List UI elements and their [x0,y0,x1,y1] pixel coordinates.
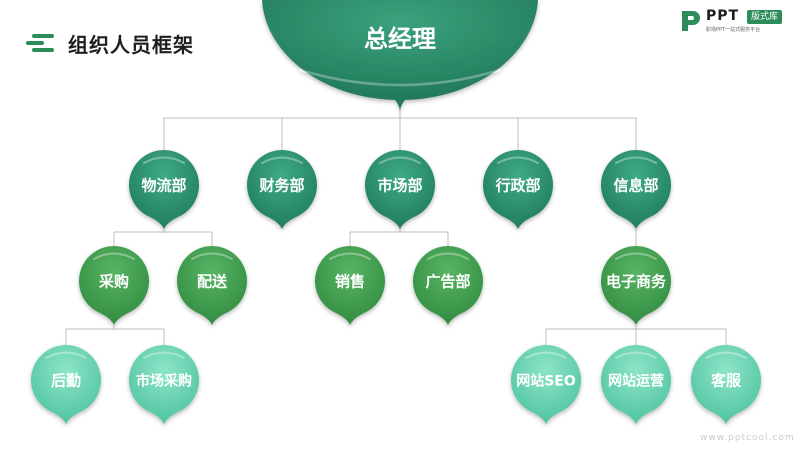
brand-name: PPT [706,8,740,24]
dept-node-3-bubble [483,150,553,229]
dept-node-1-bubble [247,150,318,229]
sub-node-0-0-highlight [93,252,135,260]
dept-node-0-bubble [129,150,199,229]
sub-node-2-1: 广告部 [412,246,483,325]
dept-node-1-highlight [261,156,303,164]
sub-node-2-1-highlight [427,252,469,260]
dept-node-3-label: 行政部 [494,177,540,195]
dept-node-3-highlight [497,156,539,164]
team-node-4-0-0-label: 网站SEO [516,373,576,390]
slide-title: 组织人员框架 [26,29,194,57]
team-node-0-0-0-highlight [45,351,87,359]
root-node-label: 总经理 [364,25,436,53]
dept-node-2-highlight [379,156,421,164]
sub-node-2-0-highlight [329,252,371,260]
dept-node-4: 信息部 [601,150,671,229]
team-node-4-0-2-label: 客服 [710,372,742,390]
team-node-4-0-2: 客服 [691,345,762,424]
dept-node-4-bubble [601,150,671,229]
sub-node-0-1: 配送 [177,246,248,325]
team-node-0-0-1-label: 市场采购 [136,373,192,390]
dept-node-2: 市场部 [365,150,435,229]
team-node-4-0-0-bubble [511,345,581,424]
sub-node-4-0-highlight [615,252,657,260]
watermark: www.pptcool.com [700,433,795,443]
brand-badge: 版式库 [747,10,783,24]
connector-lines [65,110,727,345]
sub-node-0-0-bubble [79,245,150,325]
root-node-bubble [262,0,538,111]
brand-mark-icon [682,11,700,31]
root-node: 总经理 [262,0,538,111]
brand-tagline: 职场PPT一站式服务平台 [706,27,761,33]
dept-node-0: 物流部 [129,150,199,229]
team-node-0-0-0: 后勤 [31,345,102,424]
dept-node-3: 行政部 [483,150,553,229]
dept-node-1: 财务部 [247,150,318,229]
sub-node-0-0-label: 采购 [98,273,129,291]
team-node-0-0-1: 市场采购 [129,345,199,424]
dept-node-0-label: 物流部 [141,177,186,195]
team-node-0-0-0-label: 后勤 [51,372,81,390]
team-node-4-0-1: 网站运营 [601,345,671,424]
team-node-4-0-0-highlight [525,351,567,359]
team-node-4-0-1-label: 网站运营 [608,373,664,390]
team-node-4-0-1-bubble [601,345,671,424]
dept-node-0-highlight [143,156,185,164]
dept-node-4-label: 信息部 [613,177,658,195]
team-node-4-0-2-highlight [705,351,747,359]
sub-node-2-0-bubble [315,246,385,325]
dept-node-2-bubble [365,150,435,229]
sub-node-4-0: 电子商务 [601,246,671,325]
team-node-4-0-0: 网站SEO [511,345,581,424]
team-node-4-0-2-bubble [691,345,762,424]
team-node-0-0-1-highlight [143,351,185,359]
team-node-4-0-1-highlight [615,351,657,359]
root-node-highlight [298,68,502,87]
slide-title-text: 组织人员框架 [68,32,194,57]
team-node-0-0-0-bubble [31,345,102,424]
sub-node-4-0-bubble [601,246,671,325]
sub-node-0-1-bubble [177,246,248,325]
sub-node-2-0-label: 销售 [335,273,365,291]
dept-node-2-label: 市场部 [377,177,422,195]
sub-node-2-1-bubble [412,246,483,325]
sub-node-2-0: 销售 [315,246,385,325]
sub-node-4-0-label: 电子商务 [606,273,667,291]
team-node-0-0-1-bubble [129,345,199,424]
dept-node-1-label: 财务部 [259,177,304,195]
sub-node-0-1-highlight [191,252,233,260]
menu-lines-icon [26,32,56,54]
dept-node-4-highlight [615,156,657,164]
brand-logo: PPT 版式库 职场PPT一站式服务平台 [680,8,792,35]
sub-node-0-0: 采购 [79,245,150,325]
sub-node-2-1-label: 广告部 [425,273,470,291]
sub-node-0-1-label: 配送 [197,273,228,291]
